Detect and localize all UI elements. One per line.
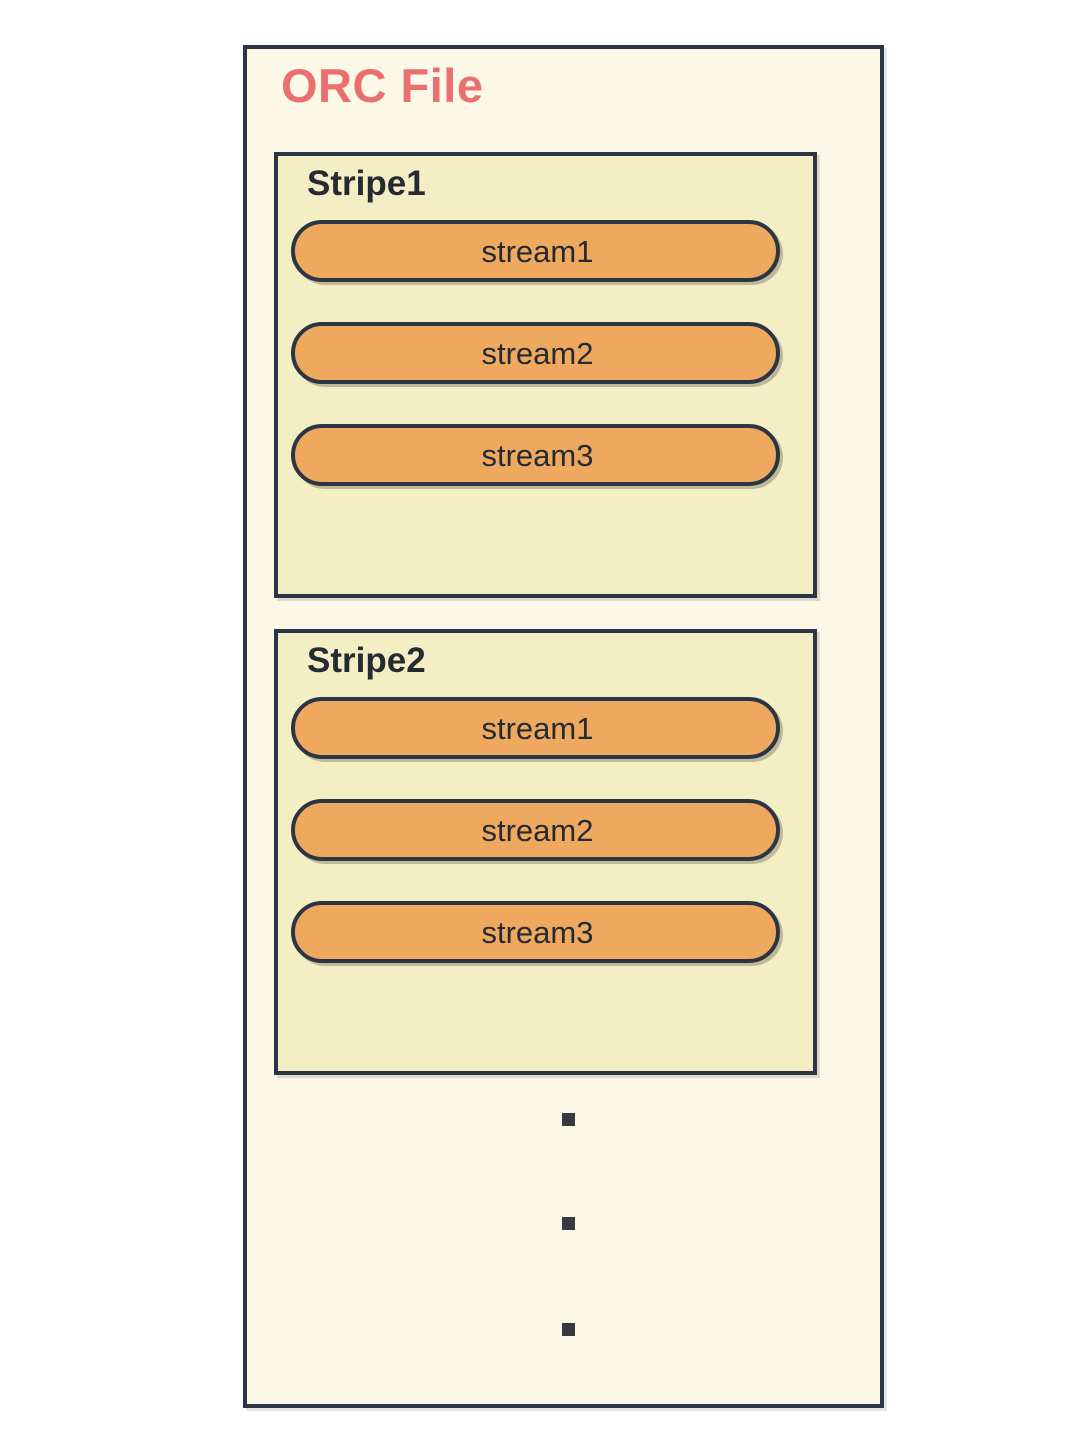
stripe-1-stream-1: stream1	[291, 220, 780, 282]
orc-file-container: ORC File Stripe1 stream1 stream2 stream3…	[243, 45, 884, 1408]
stripe-2-stream-2: stream2	[291, 799, 780, 861]
stream-label: stream3	[481, 437, 594, 473]
stripe-1-stream-3: stream3	[291, 424, 780, 486]
stream-label: stream2	[481, 335, 594, 371]
stream-label: stream1	[481, 710, 594, 746]
ellipsis-dot-icon	[562, 1113, 575, 1126]
stripe-1-title: Stripe1	[307, 164, 426, 203]
stream-label: stream2	[481, 812, 594, 848]
ellipsis-dot-icon	[562, 1217, 575, 1230]
stripe-box-2: Stripe2 stream1 stream2 stream3	[274, 629, 817, 1075]
orc-file-title: ORC File	[281, 59, 484, 112]
stripe-box-1: Stripe1 stream1 stream2 stream3	[274, 152, 817, 598]
stripe-2-stream-1: stream1	[291, 697, 780, 759]
stream-label: stream1	[481, 233, 594, 269]
stripe-1-stream-2: stream2	[291, 322, 780, 384]
stripe-2-title: Stripe2	[307, 641, 426, 680]
ellipsis-dot-icon	[562, 1323, 575, 1336]
stripe-2-stream-3: stream3	[291, 901, 780, 963]
stream-label: stream3	[481, 914, 594, 950]
